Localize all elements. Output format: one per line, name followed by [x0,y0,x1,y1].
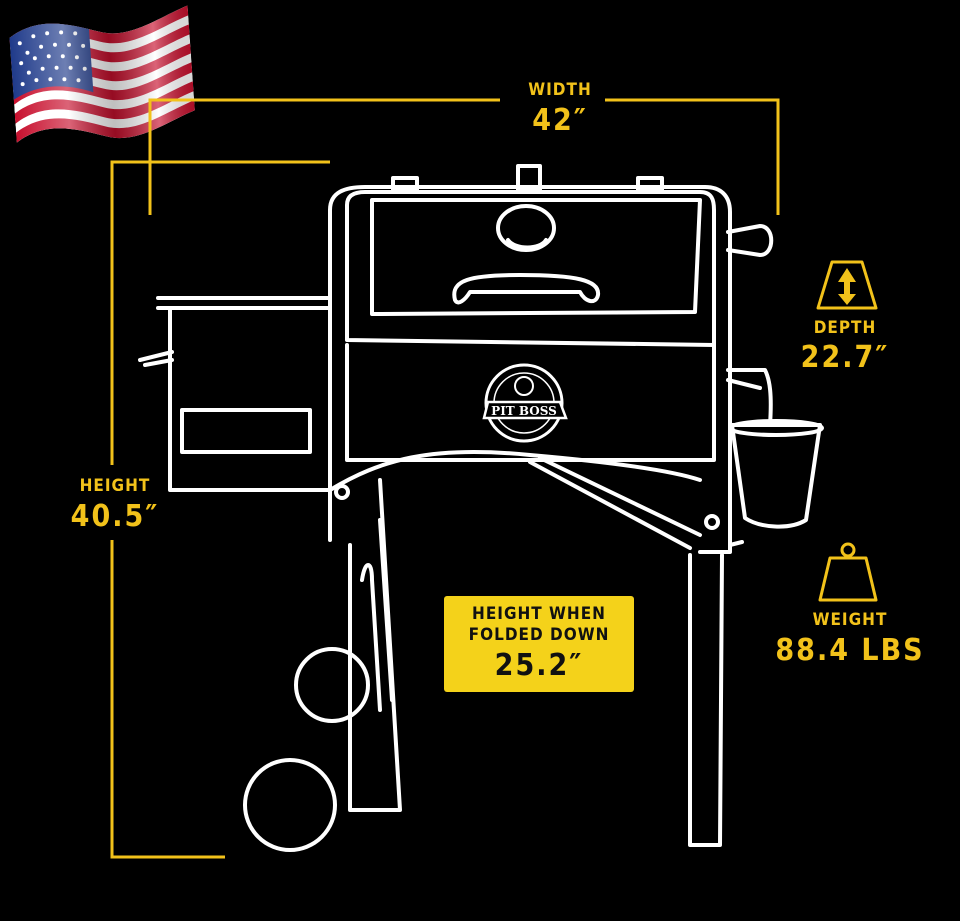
weight-value: 88.4 LBS [775,633,925,668]
width-value: 42″ [532,103,588,138]
folded-label-line2: FOLDED DOWN [468,625,610,645]
weight-label: WEIGHT [812,610,888,630]
folded-height-callout: HEIGHT WHEN FOLDED DOWN 25.2″ [444,596,634,692]
depth-arrow-icon [816,260,878,310]
grill-outline [138,164,824,852]
dimension-lines [110,98,780,859]
folded-label-line1: HEIGHT WHEN [472,604,606,624]
depth-label: DEPTH [813,318,877,338]
folded-value: 25.2″ [494,648,584,683]
weight-icon [818,542,878,602]
depth-value: 22.7″ [800,340,890,375]
logo-text: PIT BOSS [491,404,557,418]
height-value: 40.5″ [70,499,160,534]
height-label: HEIGHT [79,476,151,496]
width-label: WIDTH [528,80,592,100]
us-flag-icon [8,5,197,146]
brand-logo: PIT BOSS [482,363,568,443]
